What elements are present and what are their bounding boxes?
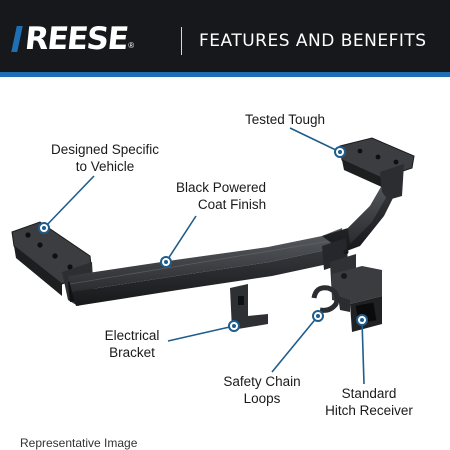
callout-designed-specific: Designed Specific to Vehicle (36, 141, 174, 175)
callout-standard-receiver: Standard Hitch Receiver (314, 385, 424, 419)
receiver-assembly (322, 238, 382, 332)
callout-lines (43, 127, 365, 385)
callout-coat-line-1: Black Powered (175, 180, 267, 195)
callout-electrical-bracket: Electrical Bracket (92, 327, 172, 361)
callout-chain-line-1: Safety Chain (223, 374, 301, 389)
callout-electrical-line-1: Electrical (104, 328, 160, 343)
callout-designed-line-1: Designed Specific (50, 142, 160, 157)
right-mounting-bracket (339, 137, 415, 200)
header-accent-stripe (0, 72, 450, 77)
safety-chain-loop (311, 285, 340, 313)
callout-tested-tough-text: Tested Tough (244, 112, 326, 127)
callout-chain-line-2: Loops (243, 391, 281, 406)
electrical-bracket-shape (230, 284, 268, 330)
main-cross-tube (68, 228, 345, 306)
callout-electrical-line-2: Bracket (109, 345, 155, 360)
representative-image-note: Representative Image (20, 436, 138, 450)
header-bar: REESE ® FEATURES AND BENEFITS (0, 0, 450, 72)
callout-dots (38, 146, 368, 332)
callout-safety-chain-loops: Safety Chain Loops (212, 373, 312, 407)
callout-receiver-line-2: Hitch Receiver (325, 403, 413, 418)
callout-tested-tough: Tested Tough (233, 111, 337, 128)
header-divider (181, 27, 182, 55)
registered-mark: ® (128, 41, 135, 50)
callout-coat-line-2: Coat Finish (197, 197, 267, 212)
callout-designed-line-2: to Vehicle (75, 159, 135, 174)
right-side-arm (322, 174, 398, 252)
header-title: FEATURES AND BENEFITS (199, 31, 427, 51)
callout-receiver-line-1: Standard (341, 386, 397, 401)
callout-coat-finish: Black Powered Coat Finish (160, 179, 282, 213)
reese-logo: REESE ® (11, 21, 135, 57)
